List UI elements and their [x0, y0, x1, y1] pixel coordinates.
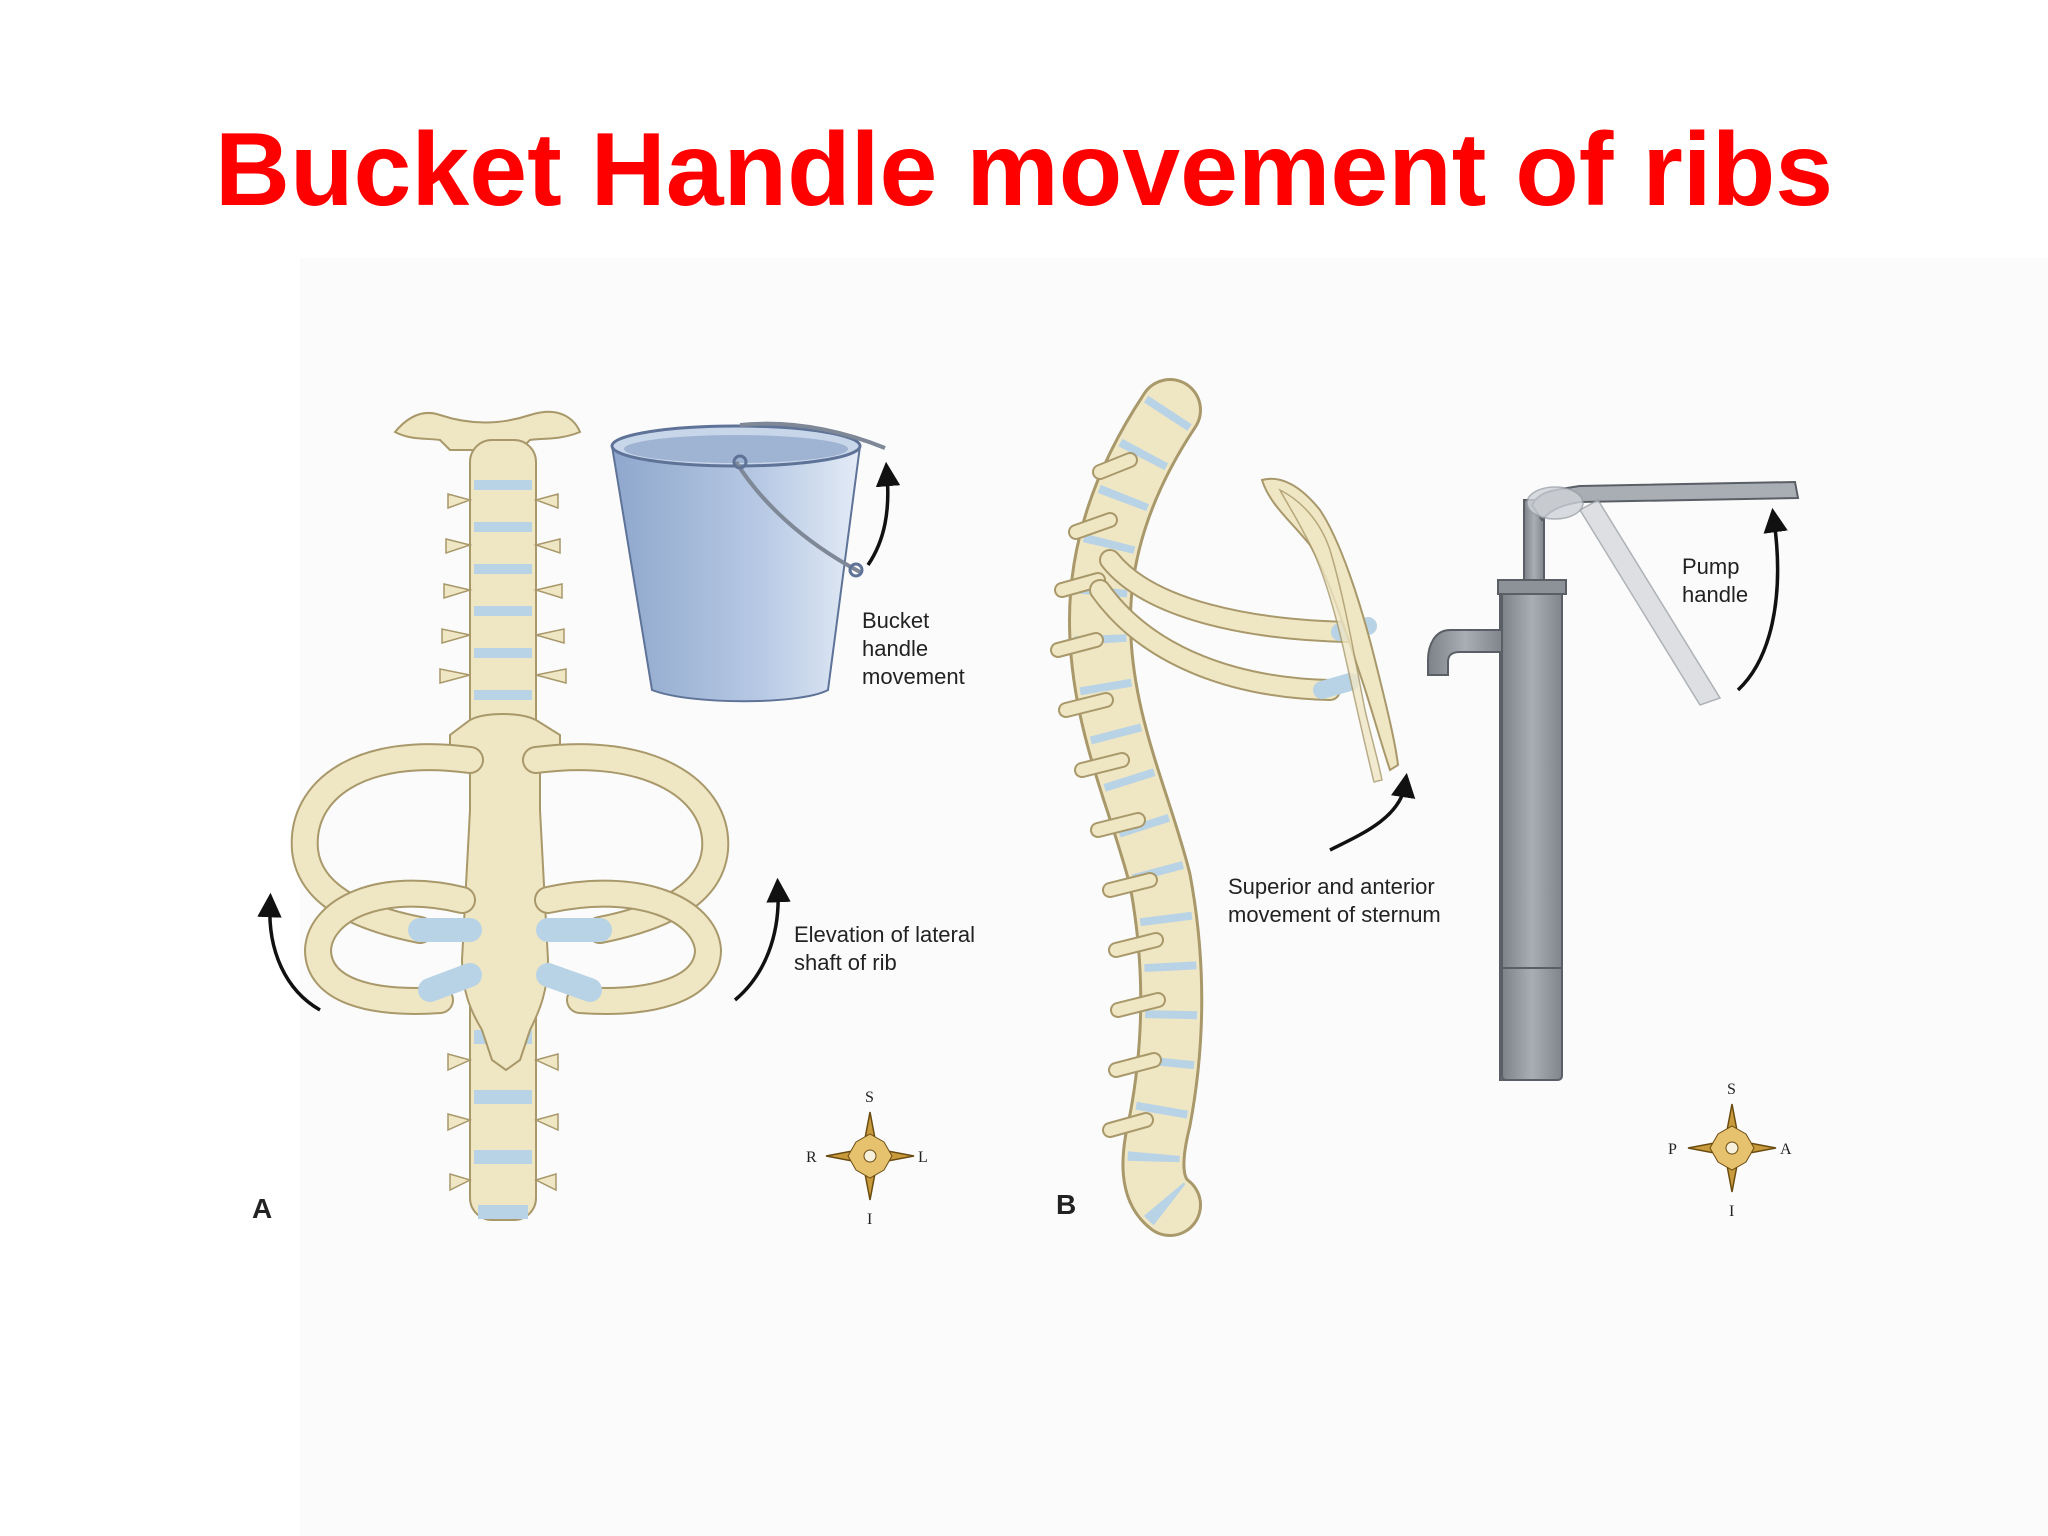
compass-rose-b: S I P A	[1668, 1081, 1792, 1220]
svg-text:R: R	[806, 1149, 817, 1166]
panel-a-letter: A	[252, 1193, 272, 1224]
svg-text:S: S	[865, 1089, 874, 1106]
bucket-label: Bucket handle movement	[862, 608, 965, 689]
compass-rose-a: S I R L	[806, 1089, 928, 1228]
svg-text:L: L	[918, 1149, 928, 1166]
pump-handle-label: Pump handle	[1682, 554, 1748, 607]
svg-text:P: P	[1668, 1141, 1677, 1158]
panel-b-letter: B	[1056, 1189, 1076, 1220]
svg-text:I: I	[1729, 1203, 1734, 1220]
rib-elevation-arrow-right	[733, 877, 791, 1002]
svg-text:S: S	[1727, 1081, 1736, 1098]
panel-a: Bucket handle movement Elevation of late…	[252, 410, 981, 1228]
ribs-left	[290, 743, 484, 1015]
sternum-lateral-displaced	[1278, 488, 1383, 783]
rib-elevation-label: Elevation of lateral shaft of rib	[794, 922, 981, 975]
svg-text:I: I	[867, 1211, 872, 1228]
bucket-handle-arrow	[866, 461, 901, 566]
sternum-movement-arrow	[1329, 772, 1416, 852]
svg-text:A: A	[1780, 1141, 1792, 1158]
pump-handle-arrow	[1736, 507, 1788, 692]
sternum-movement-label: Superior and anterior movement of sternu…	[1228, 874, 1441, 927]
rib-elevation-arrow-left	[257, 892, 321, 1012]
ribs-right	[522, 743, 730, 1015]
bucket-illustration	[610, 421, 886, 703]
pump-illustration	[1427, 480, 1800, 1081]
slide-title: Bucket Handle movement of ribs	[214, 112, 1834, 228]
panel-b: Pump handle Superior and anterior moveme…	[1050, 378, 1800, 1237]
spine-lateral-view	[1050, 378, 1204, 1237]
